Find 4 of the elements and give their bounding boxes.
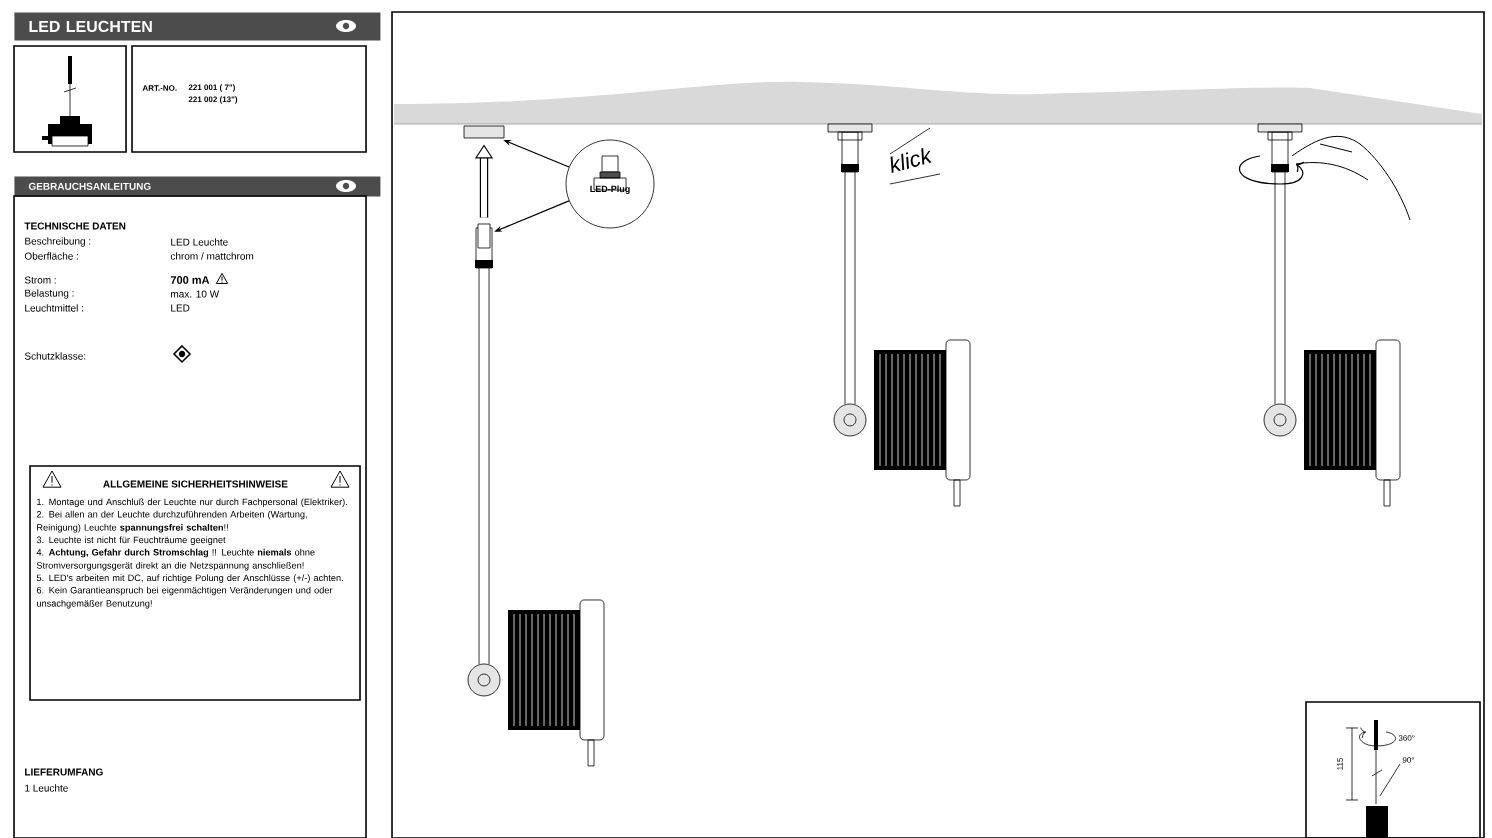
header-bar: LED LEUCHTEN <box>14 12 381 41</box>
handwritten-label: klick <box>889 127 941 185</box>
socket-drawing <box>463 125 505 139</box>
plug-drawing <box>477 223 491 249</box>
